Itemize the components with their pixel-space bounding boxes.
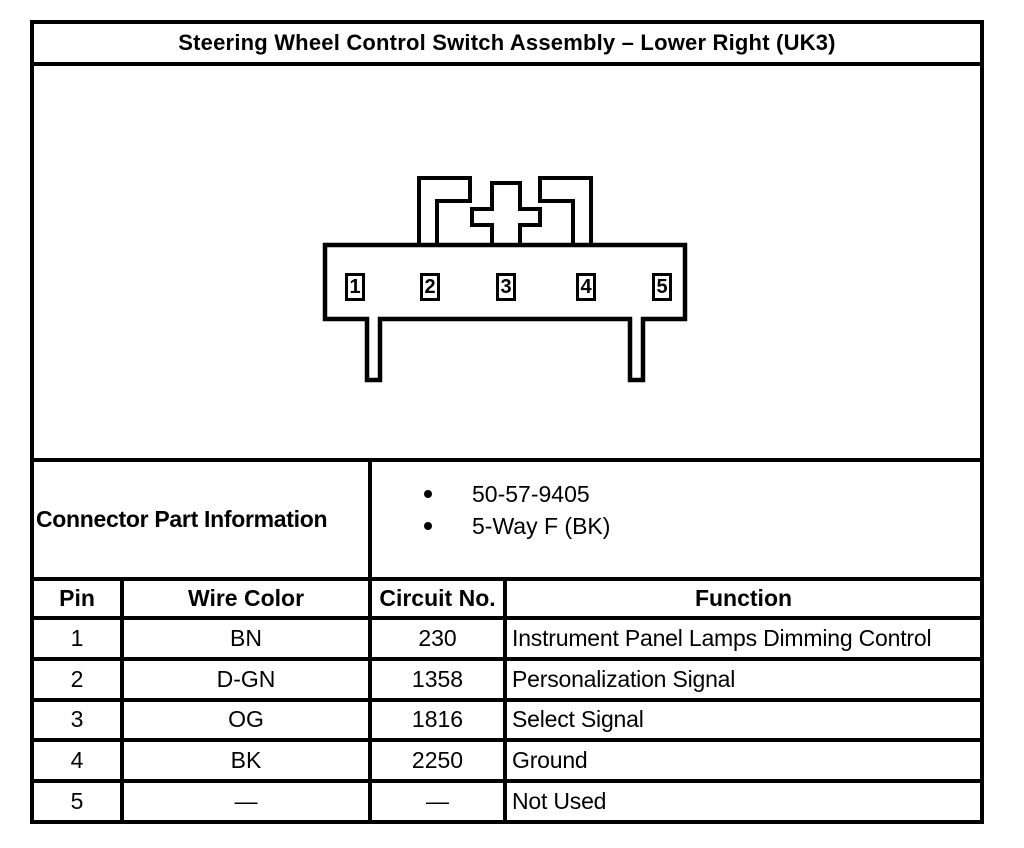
cell-circuit-no: 2250 (372, 742, 507, 780)
table-row: 3 OG 1816 Select Signal (34, 701, 980, 743)
cell-pin: 4 (34, 742, 124, 780)
table-row: 5 — — Not Used (34, 783, 980, 820)
part-info-label: Connector Part Information (34, 462, 372, 577)
part-info-item: 50-57-9405 (424, 478, 980, 510)
cell-pin: 5 (34, 783, 124, 820)
header-wire-color: Wire Color (124, 581, 372, 616)
cell-wire-color: BN (124, 620, 372, 657)
cell-wire-color: OG (124, 701, 372, 739)
pin-box-2: 2 (420, 273, 440, 301)
cell-pin: 3 (34, 701, 124, 739)
table-row: 2 D-GN 1358 Personalization Signal (34, 660, 980, 702)
connector-type: 5-Way F (BK) (472, 512, 611, 539)
page-title: Steering Wheel Control Switch Assembly –… (34, 24, 980, 66)
pin-function-table: Pin Wire Color Circuit No. Function 1 BN… (34, 581, 980, 820)
pin-box-3: 3 (496, 273, 516, 301)
cell-function: Instrument Panel Lamps Dimming Control (512, 624, 932, 651)
left-lock-tab (417, 176, 472, 243)
table-row: 4 BK 2250 Ground (34, 742, 980, 784)
bullet-icon (424, 522, 432, 530)
cell-pin: 2 (34, 660, 124, 698)
cell-circuit-no: 1816 (372, 701, 507, 739)
pin-box-5: 5 (652, 273, 672, 301)
pin-box-1: 1 (345, 273, 365, 301)
cell-circuit-no: 230 (372, 620, 507, 657)
part-info-section: Connector Part Information 50-57-9405 5-… (34, 462, 980, 581)
connector-info-card: Steering Wheel Control Switch Assembly –… (30, 20, 984, 824)
bullet-icon (424, 490, 432, 498)
header-circuit-no: Circuit No. (372, 581, 507, 616)
center-key-cross (470, 181, 542, 243)
pin-box-4: 4 (576, 273, 596, 301)
right-lock-tab (538, 176, 593, 243)
connector-body-and-legs (322, 242, 688, 383)
connector-diagram: 1 2 3 4 5 (34, 66, 980, 462)
cell-wire-color: D-GN (124, 660, 372, 698)
table-row: 1 BN 230 Instrument Panel Lamps Dimming … (34, 620, 980, 661)
header-pin: Pin (34, 581, 124, 616)
part-info-list: 50-57-9405 5-Way F (BK) (372, 462, 980, 577)
cell-wire-color: BK (124, 742, 372, 780)
cell-circuit-no: — (372, 783, 507, 820)
cell-circuit-no: 1358 (372, 660, 507, 698)
cell-function: Not Used (512, 788, 607, 815)
part-info-item: 5-Way F (BK) (424, 510, 980, 542)
cell-pin: 1 (34, 620, 124, 657)
table-header-row: Pin Wire Color Circuit No. Function (34, 581, 980, 620)
header-function: Function (694, 585, 793, 611)
connector-outline-drawing (322, 176, 688, 383)
cell-function: Select Signal (512, 706, 644, 733)
part-number: 50-57-9405 (472, 480, 590, 507)
cell-function: Ground (512, 747, 588, 774)
cell-function: Personalization Signal (512, 665, 736, 692)
cell-wire-color: — (124, 783, 372, 820)
